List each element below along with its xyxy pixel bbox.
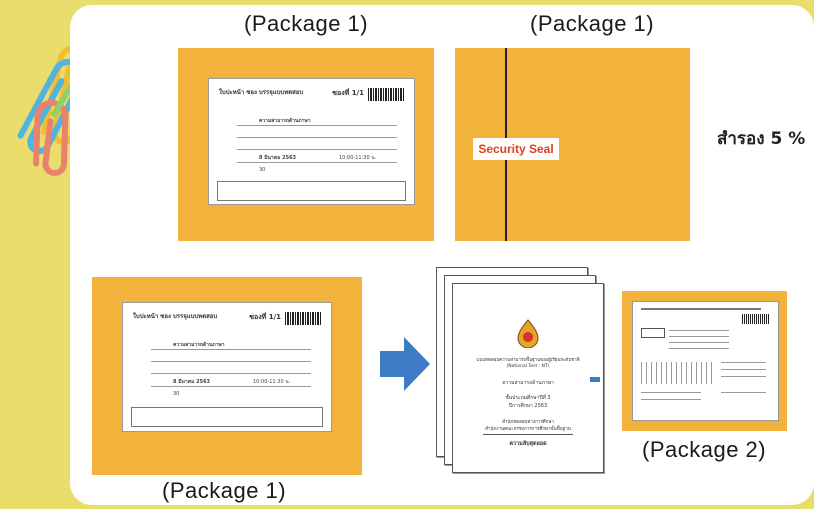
booklet-grade: ชั้นประถมศึกษาปีที่ 3 (505, 395, 551, 401)
label-date-2: 8 มีนาคม 2563 (173, 379, 211, 385)
envelope-package1-front: ใบปะหน้า ซอง บรรจุแบบทดสอบ ซองที่ 1/1 คว… (178, 48, 434, 241)
label-header-2: ใบปะหน้า ซอง บรรจุแบบทดสอบ (133, 313, 218, 320)
booklet-agency-1: สำนักทดสอบทางการศึกษา (502, 420, 554, 425)
package1-top-left-label: (Package 1) (244, 11, 369, 36)
label-subject-2: ความสามารถด้านภาษา (173, 342, 225, 348)
envelope-package1-open: ใบปะหน้า ซอง บรรจุแบบทดสอบ ซองที่ 1/1 คว… (92, 277, 362, 475)
security-seal: Security Seal (473, 138, 559, 160)
reserve-percent-label: สำรอง 5 % (717, 129, 806, 149)
booklet-subject: ความสามารถด้านภาษา (502, 380, 554, 386)
bubble-grid (641, 362, 713, 384)
envelope-cover-label-2: ใบปะหน้า ซอง บรรจุแบบทดสอบ ซองที่ 1/1 คว… (122, 302, 332, 432)
arrow-right-icon (380, 337, 430, 391)
test-booklet-cover: แบบทดสอบความสามารถพื้นฐานของผู้เรียนระดั… (452, 283, 604, 473)
barcode-icon (742, 314, 770, 324)
barcode-icon (285, 312, 321, 325)
envelope-cover-label: ใบปะหน้า ซอง บรรจุแบบทดสอบ ซองที่ 1/1 คว… (208, 78, 415, 205)
booklet-year: ปีการศึกษา 2563 (508, 403, 548, 409)
package1-top-right-label: (Package 1) (530, 11, 655, 36)
label-time: 10:00-11:30 น. (339, 155, 377, 161)
booklet-confidential: ความลับสุดยอด (509, 441, 547, 447)
label-time-2: 10:00-11:30 น. (253, 379, 291, 385)
label-count-2: 30 (173, 391, 180, 397)
label-subject: ความสามารถด้านภาษา (259, 118, 311, 124)
envelope-package2 (622, 291, 787, 431)
label-seat-2: ซองที่ 1/1 (249, 313, 281, 321)
label-notice-box (217, 181, 406, 201)
content-card: (Package 1) (Package 1) ใบปะหน้า ซอง บรร… (70, 5, 814, 505)
label-date: 8 มีนาคม 2563 (259, 155, 297, 161)
label-count: 30 (259, 167, 266, 173)
connector-mark (590, 377, 600, 382)
envelope-package1-back: Security Seal (455, 48, 690, 241)
label-notice-box-2 (131, 407, 323, 427)
booklet-agency-2: สำนักงานคณะกรรมการการศึกษาขั้นพื้นฐาน (485, 427, 571, 432)
answer-sheet-label (632, 301, 779, 421)
package1-bottom-label: (Package 1) (162, 478, 287, 503)
booklet-title: แบบทดสอบความสามารถพื้นฐานของผู้เรียนระดั… (476, 358, 580, 363)
booklet-subtitle: (National Test : NT) (506, 364, 550, 369)
emblem-icon (517, 319, 539, 348)
barcode-icon (368, 88, 404, 101)
package2-label: (Package 2) (642, 437, 767, 462)
label-header: ใบปะหน้า ซอง บรรจุแบบทดสอบ (219, 89, 304, 96)
label-seat: ซองที่ 1/1 (332, 89, 364, 97)
